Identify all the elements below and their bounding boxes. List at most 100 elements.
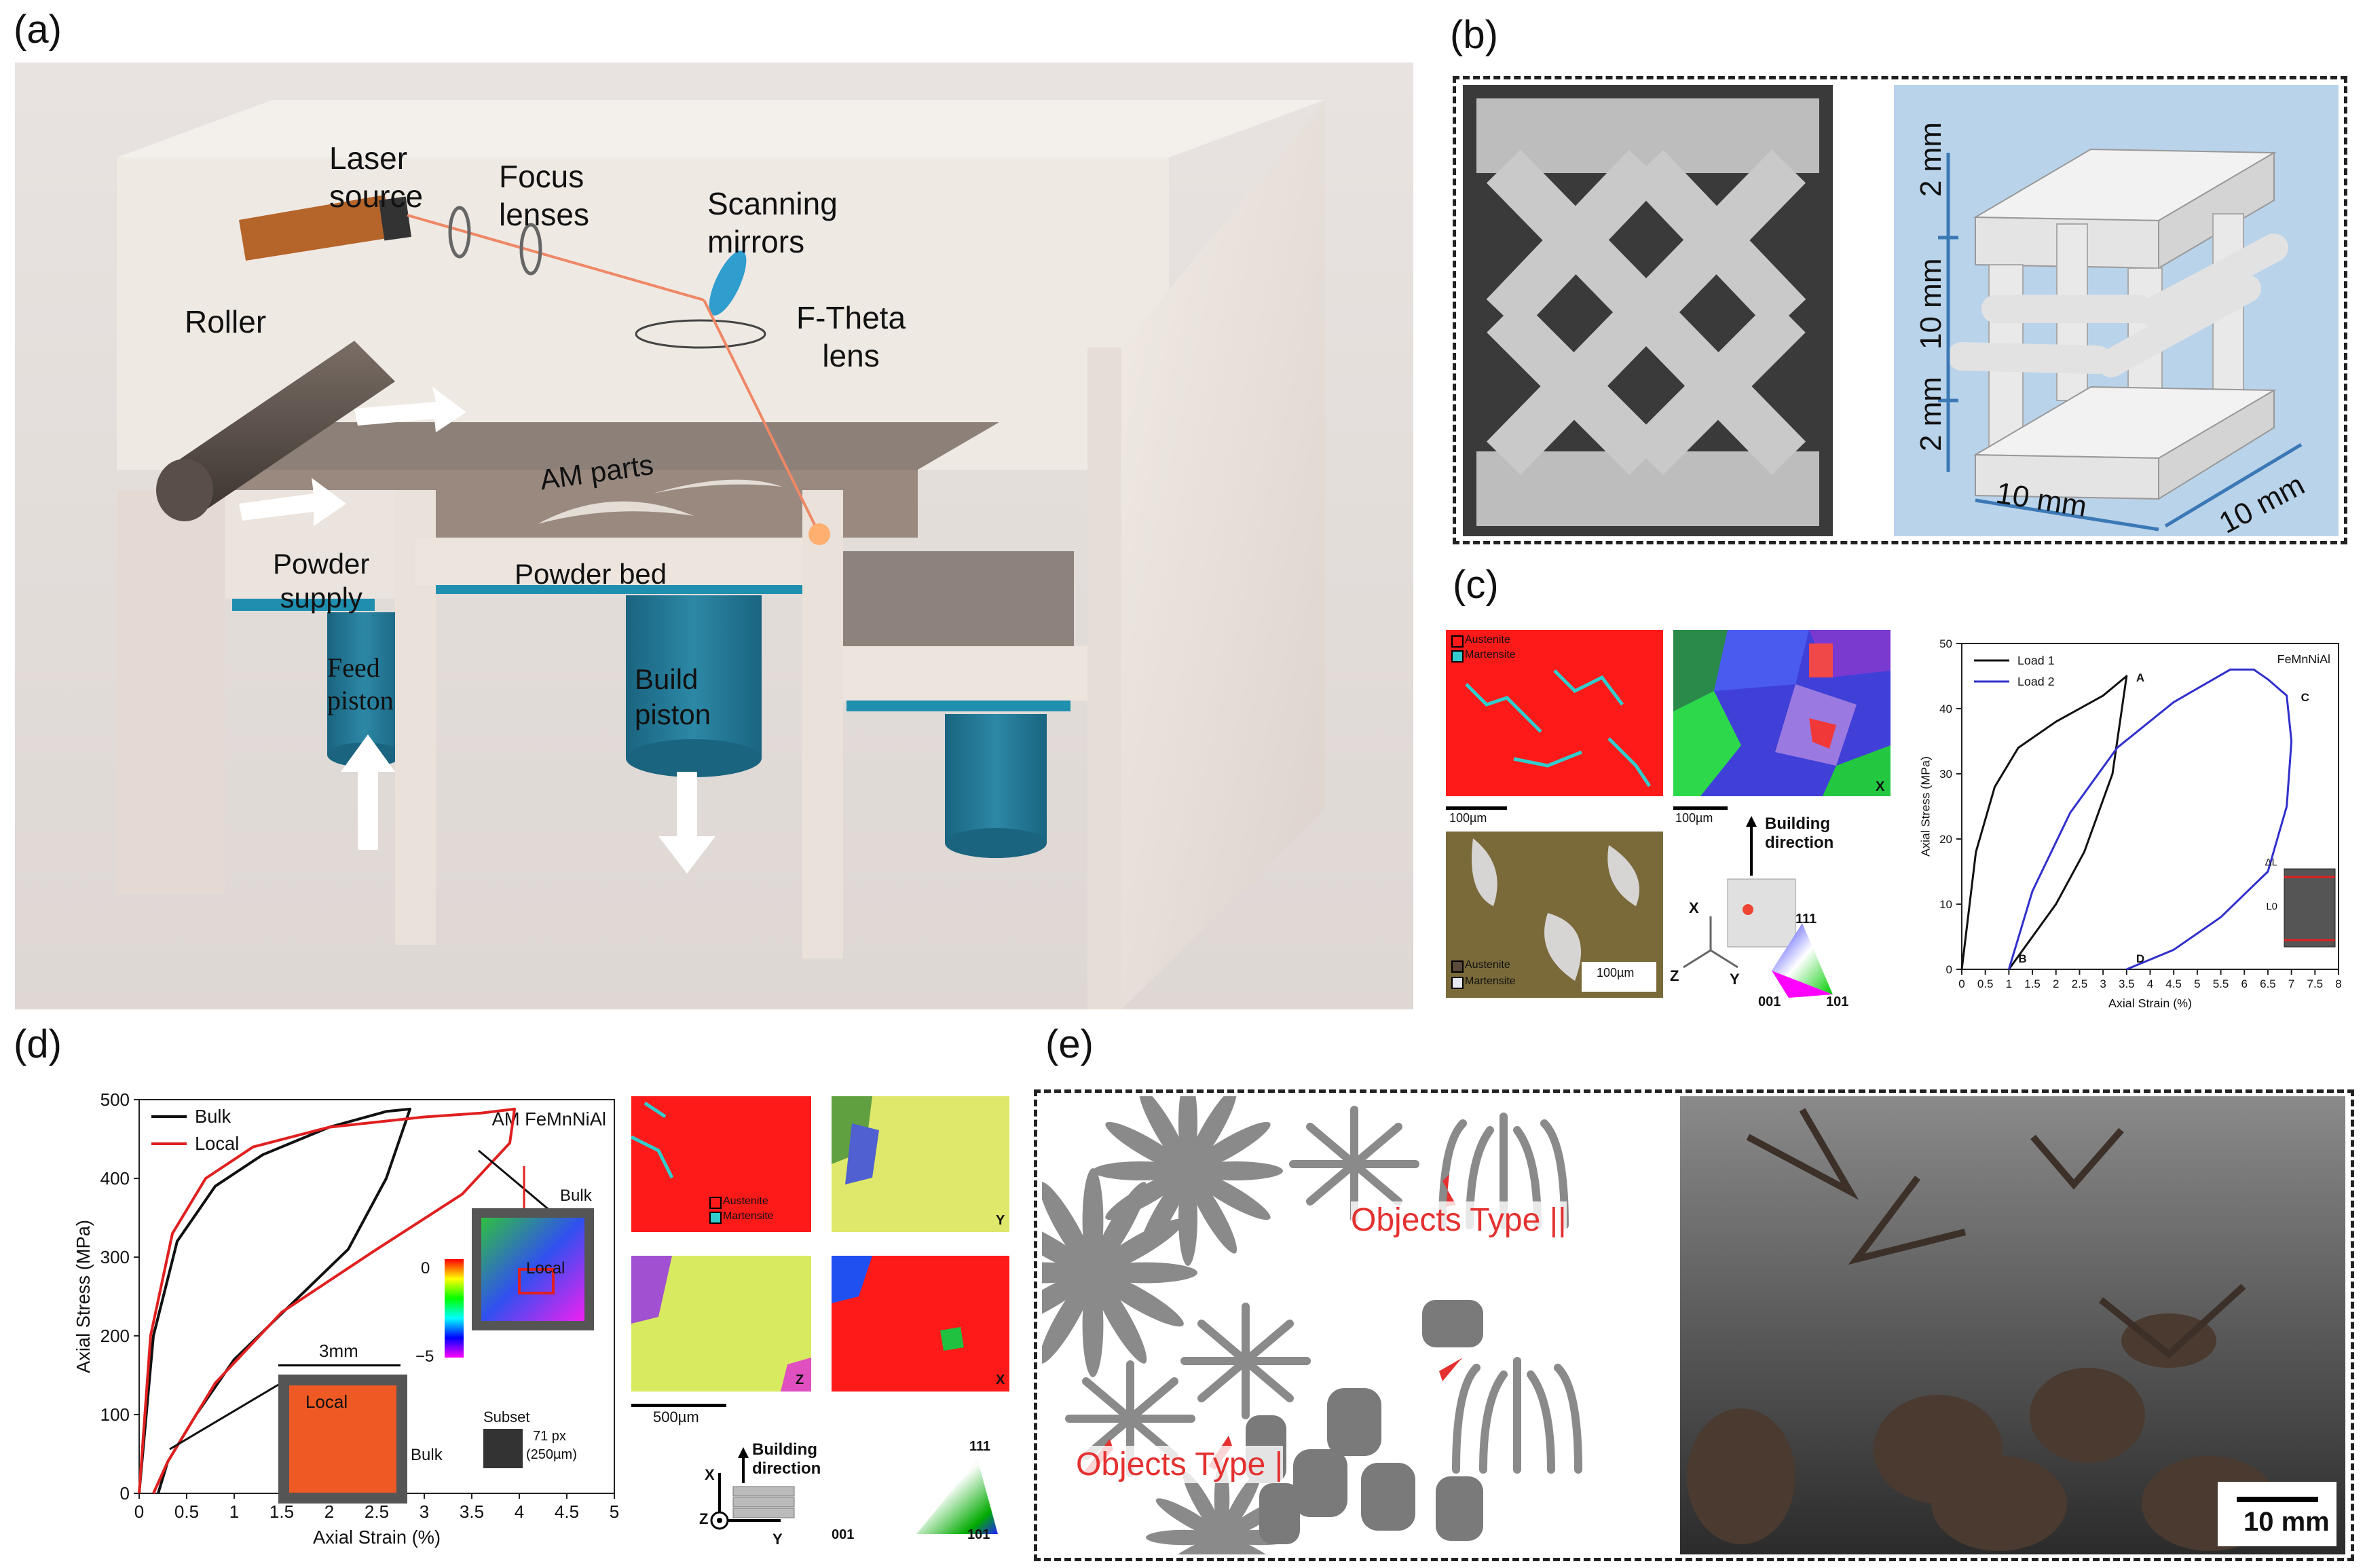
legend-austenite-c2: Austenite bbox=[1465, 959, 1510, 971]
ipf-map-c: X bbox=[1673, 630, 1891, 796]
y-tick-label: 40 bbox=[1939, 703, 1952, 715]
x-tick-label: 1 bbox=[2006, 977, 2012, 990]
x-tick-label: 8 bbox=[2335, 977, 2341, 990]
y-tick-label: 500 bbox=[100, 1089, 130, 1110]
bulk-label-1: Bulk bbox=[411, 1446, 443, 1464]
x-tick-label: 3 bbox=[420, 1501, 429, 1522]
x-tick-label: 0 bbox=[134, 1501, 144, 1522]
dim-top-label: 2 mm bbox=[1914, 122, 1948, 197]
chart-title: FeMnNiAl bbox=[2277, 652, 2330, 666]
y-axis-label: Axial Stress (MPa) bbox=[73, 1220, 94, 1373]
series-line-2 bbox=[138, 1107, 516, 1494]
lattice-cad-model bbox=[1894, 85, 2339, 536]
x-tick-label: 4 bbox=[515, 1501, 524, 1522]
subset-um: (250µm) bbox=[526, 1447, 577, 1462]
dim-bot-label: 2 mm bbox=[1914, 377, 1948, 451]
local-label-1: Local bbox=[305, 1392, 348, 1412]
axis-y-c: Y bbox=[1730, 971, 1740, 988]
x-label-c: X bbox=[1876, 779, 1885, 794]
ipf-001-c: 001 bbox=[1758, 994, 1781, 1009]
objects-type-2-label: Objects Type || bbox=[1351, 1201, 1567, 1239]
x-tick-label: 0.5 bbox=[1977, 977, 1994, 990]
x-tick-label: 5 bbox=[2194, 977, 2200, 990]
ipf-map-d-y: Y bbox=[832, 1096, 1009, 1232]
axis-x-c: X bbox=[1689, 899, 1699, 916]
x-tick-label: 2 bbox=[324, 1501, 334, 1522]
bulk-label-2: Bulk bbox=[560, 1187, 592, 1205]
y-tick-label: 0 bbox=[120, 1483, 130, 1504]
lattice-photo bbox=[1463, 85, 1833, 536]
x-tick-label: 2 bbox=[2053, 977, 2059, 990]
legend-martensite-c2: Martensite bbox=[1465, 975, 1516, 987]
printed-objects-photo bbox=[1680, 1096, 2345, 1554]
scale-c3: 100µm bbox=[1597, 966, 1635, 979]
map-z-label: Z bbox=[796, 1373, 804, 1387]
point-label-B: B bbox=[2018, 952, 2026, 965]
powder-bed-label: Powder bed bbox=[515, 558, 667, 590]
legend-label-2: Load 2 bbox=[2017, 675, 2055, 688]
panel-label-e: (e) bbox=[1045, 1022, 1094, 1066]
x-tick-label: 3.5 bbox=[460, 1501, 484, 1522]
phase-map-d: Austenite Martensite bbox=[631, 1096, 811, 1232]
y-axis-label: Axial Stress (MPa) bbox=[1918, 756, 1932, 857]
x-tick-label: 1.5 bbox=[2024, 977, 2041, 990]
x-tick-label: 7 bbox=[2288, 977, 2294, 990]
ipf-map-d-z: Z bbox=[631, 1256, 811, 1392]
ipf-map-d-x: X bbox=[832, 1256, 1009, 1392]
y-tick-label: 30 bbox=[1939, 768, 1952, 781]
y-tick-label: 100 bbox=[100, 1404, 130, 1425]
x-tick-label: 1.5 bbox=[269, 1501, 294, 1522]
dic-inset-bulk bbox=[278, 1375, 407, 1504]
x-tick-label: 0.5 bbox=[174, 1501, 199, 1522]
y-tick-label: 10 bbox=[1939, 898, 1952, 911]
chart-title: AM FeMnNiAl bbox=[492, 1108, 606, 1130]
phase-map-c: Austenite Martensite bbox=[1446, 630, 1663, 796]
y-tick-label: 20 bbox=[1939, 833, 1952, 846]
axis-y-d: Y bbox=[772, 1531, 783, 1548]
subset-label: Subset bbox=[483, 1408, 530, 1425]
printer-schematic bbox=[15, 62, 1413, 1009]
panel-e-frame bbox=[1034, 1089, 2354, 1561]
legend-martensite-d: Martensite bbox=[723, 1210, 774, 1222]
optical-micrograph-c: Austenite Martensite 100µm bbox=[1446, 832, 1663, 998]
dim-mid-label: 10 mm bbox=[1914, 258, 1948, 350]
series-line-2 bbox=[2007, 668, 2293, 971]
x-tick-label: 5 bbox=[610, 1501, 619, 1522]
x-axis-label: Axial Strain (%) bbox=[2108, 996, 2192, 1010]
colorbar-top: 0 bbox=[421, 1259, 430, 1277]
x-tick-label: 4 bbox=[2147, 977, 2153, 990]
x-tick-label: 5.5 bbox=[2213, 977, 2229, 990]
inset-l0: L0 bbox=[2266, 901, 2277, 912]
axis-z-c: Z bbox=[1670, 967, 1679, 984]
point-label-D: D bbox=[2136, 952, 2144, 965]
series-line-1 bbox=[1960, 675, 2128, 970]
inset-delta-l: ΔL bbox=[2265, 857, 2277, 868]
sample-inset-image bbox=[2284, 868, 2336, 948]
colorbar-bot: −5 bbox=[415, 1347, 434, 1366]
x-axis-label: Axial Strain (%) bbox=[313, 1527, 441, 1548]
panel-b-frame bbox=[1453, 76, 2347, 544]
y-tick-label: 0 bbox=[1946, 963, 1952, 976]
legend-label-1: Bulk bbox=[195, 1106, 231, 1127]
point-label-C: C bbox=[2301, 691, 2309, 704]
panel-label-b: (b) bbox=[1450, 13, 1498, 57]
x-tick-label: 3 bbox=[2100, 977, 2106, 990]
ipf-001-d: 001 bbox=[832, 1527, 855, 1542]
map-x-label: X bbox=[996, 1373, 1005, 1387]
scale-3mm: 3mm bbox=[319, 1341, 358, 1361]
scale-10mm: 10 mm bbox=[2243, 1507, 2330, 1537]
x-tick-label: 4.5 bbox=[555, 1501, 579, 1522]
map-y-label: Y bbox=[996, 1213, 1005, 1228]
y-tick-label: 200 bbox=[100, 1326, 130, 1346]
objects-type-1-label: Objects Type | bbox=[1076, 1446, 1284, 1483]
x-tick-label: 7.5 bbox=[2307, 977, 2323, 990]
